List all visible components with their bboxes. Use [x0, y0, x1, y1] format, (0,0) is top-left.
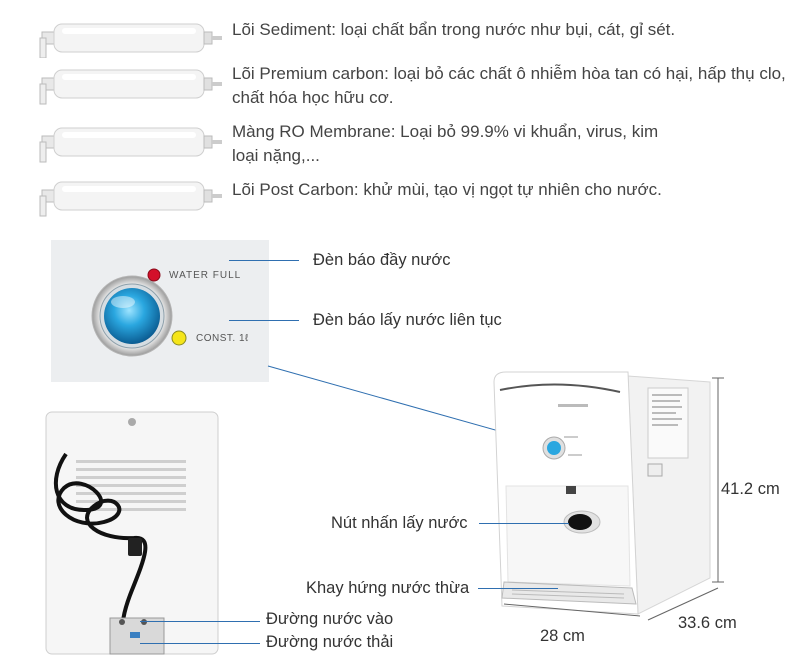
filter-row-post-carbon: Lõi Post Carbon: khử mùi, tạo vị ngọt tự… [36, 178, 796, 222]
dimension-lines [503, 377, 724, 621]
dispense-button-illustration [91, 268, 187, 357]
callout-line [229, 320, 299, 321]
dimension-height: 41.2 cm [721, 480, 780, 498]
filter-row-ro-membrane: Màng RO Membrane: Loại bỏ 99.9% vi khuẩn… [36, 120, 796, 165]
filter-cartridge-icon [39, 127, 222, 163]
callout-water-in: Đường nước vào [266, 610, 394, 628]
callout-line [479, 523, 569, 524]
const-label: CONST. 1ℓ [196, 333, 249, 344]
filter-description: Lõi Post Carbon: khử mùi, tạo vị ngọt tự… [232, 180, 662, 199]
callout-continuous: Đèn báo lấy nước liên tục [313, 311, 502, 329]
callout-water-full: Đèn báo đầy nước [313, 251, 451, 269]
filter-cartridge-icon [39, 69, 222, 105]
water-full-label: WATER FULL [169, 270, 242, 281]
dimension-depth: 33.6 cm [678, 614, 737, 632]
filter-row-premium-carbon: Lõi Premium carbon: loại bỏ các chất ô n… [36, 62, 796, 107]
machine-back-view [45, 411, 219, 655]
filter-description: Màng RO Membrane: Loại bỏ 99.9% vi khuẩn… [232, 122, 659, 165]
callout-water-out: Đường nước thải [266, 633, 394, 651]
callout-line [478, 588, 558, 589]
machine-front-view [493, 371, 711, 615]
control-panel-closeup: WATER FULL CONST. 1ℓ [51, 240, 269, 382]
filter-cartridge-icon [39, 23, 222, 58]
dimension-width: 28 cm [540, 627, 585, 645]
filter-row-sediment: Lõi Sediment: loại chất bẩn trong nước n… [36, 18, 796, 62]
callout-line [229, 260, 299, 261]
callout-line [140, 643, 260, 644]
filter-cartridge-icon [39, 181, 222, 217]
callout-press-button: Nút nhấn lấy nước [331, 514, 468, 532]
filter-description: Lõi Premium carbon: loại bỏ các chất ô n… [232, 64, 786, 107]
callout-drip-tray: Khay hứng nước thừa [306, 579, 470, 597]
filter-description: Lõi Sediment: loại chất bẩn trong nước n… [232, 20, 676, 39]
callout-line [140, 621, 260, 622]
